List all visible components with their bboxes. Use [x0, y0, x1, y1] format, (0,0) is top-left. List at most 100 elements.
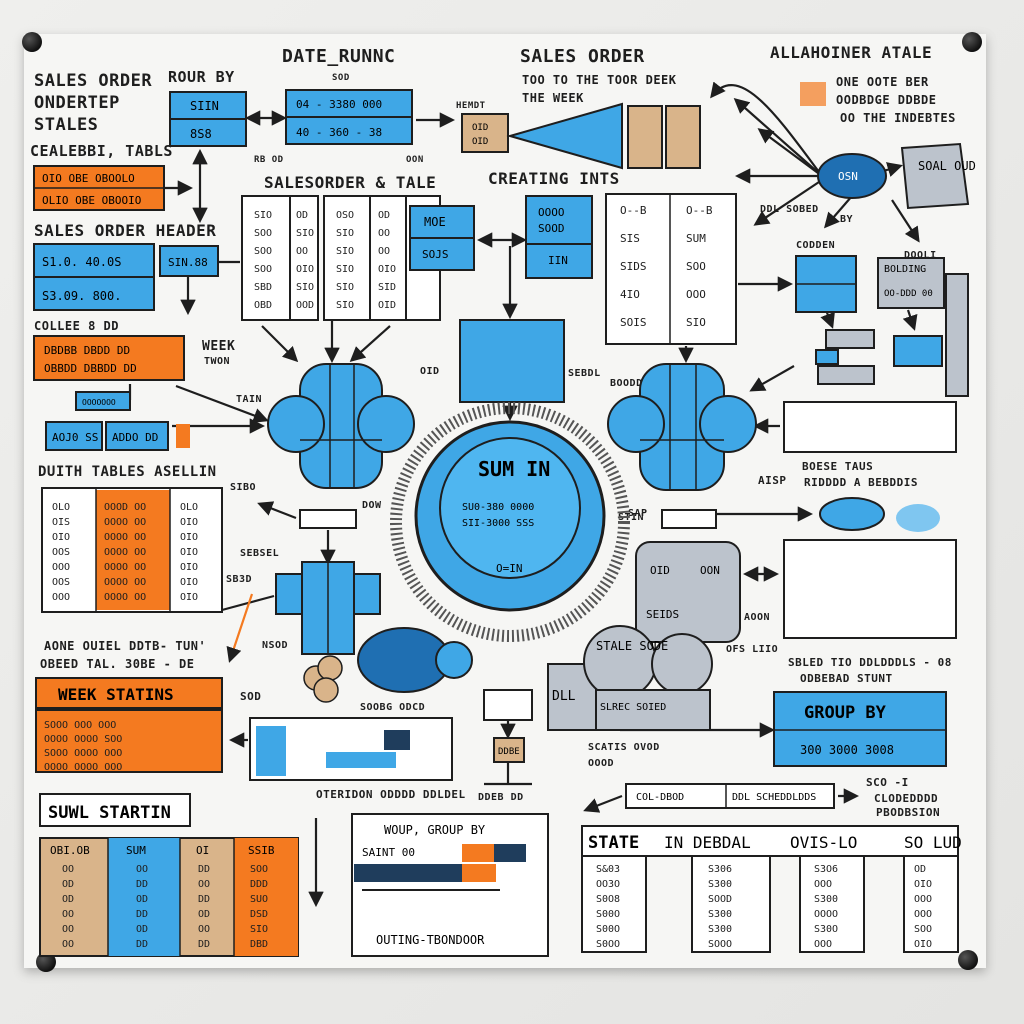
rour-by-box: SIIN 8S8: [169, 91, 247, 147]
creating-right-cell: OOO: [686, 288, 706, 301]
dinth-cell: OOOO OO: [104, 577, 146, 588]
creating-ints-box: OOOO SOOD IIN: [525, 193, 737, 345]
pin-top-right: [962, 32, 982, 52]
label-creating-ints: CREATING INTS: [488, 169, 620, 188]
state-table-cell: S306: [708, 864, 732, 875]
sales-tale-b-cell: SIO: [336, 246, 354, 257]
sales-tale-a-cell: SOO: [254, 264, 272, 275]
sum-startin-cell: OO: [136, 864, 148, 875]
dinth-cell: OOO: [52, 562, 70, 573]
label-sod-top: SOD: [332, 73, 350, 83]
left-cluster: [267, 363, 415, 489]
mid-grid-block: [459, 319, 565, 403]
dinth-cell: OOS: [52, 547, 70, 558]
label-dinth-tables: DUITH TABLES ASELLIN: [38, 464, 217, 480]
central-sum-node: SUM IN SU0-380 0000 SII-3000 SSS O=IN: [390, 402, 630, 642]
sales-tale-a-cell: SIO: [296, 282, 314, 293]
label-one-oote: ONE OOTE BER: [836, 75, 929, 89]
sum-startin-cell: DSD: [250, 909, 268, 920]
label-oberdon: OTERIDON ODDDD DDLDEL: [316, 788, 466, 801]
state-table-cell: S300: [708, 924, 732, 935]
sum-startin-cell: OO: [62, 939, 74, 950]
sales-tale-b-cell: OO: [378, 228, 390, 239]
creating-right-cell: 4IO: [620, 288, 640, 301]
hub-flow-right: OSN SOAL OUD: [800, 82, 976, 210]
label-too-deek: TOO TO THE TOOR DEEK: [522, 73, 677, 87]
sales-tale-a-cell: SIO: [254, 210, 272, 221]
label-sibo: SIBO: [230, 482, 256, 493]
suml-startin-title: SUWL STARTIN: [48, 803, 171, 823]
sales-order-header-box: S1.0. 40.0S S3.09. 800. SIN.88: [33, 243, 219, 311]
sum-startin-cell: OD: [136, 924, 148, 935]
center-line-1: SU0-380 0000: [462, 502, 534, 513]
sum-startin-cell: DDD: [250, 879, 268, 890]
collee-box: DBDBB DBDD DD OBBDD DBBDD DD OOOOOOO AOJ…: [33, 335, 190, 451]
sum-startin-cell: DD: [136, 879, 148, 890]
creating-row-1: OOOO: [538, 206, 565, 219]
group-by-box: GROUP BY 300 3000 3008: [773, 691, 947, 767]
dinth-cell: OOS: [52, 577, 70, 588]
header-row-2: S3.09. 800.: [42, 289, 121, 303]
label-sales-order-tale: SALESORDER & TALE: [264, 173, 436, 192]
sum-startin-cell: OD: [62, 894, 74, 905]
collee-row-1: DBDBB DBDD DD: [44, 344, 130, 357]
date-runnc-box: 04 - 3380 000 40 - 360 - 38: [285, 89, 413, 145]
col-ob-label: COL-DBOD: [636, 792, 684, 803]
label-codden: CODDEN: [796, 240, 835, 251]
label-aoon: AOON: [744, 612, 770, 623]
woup-group-title: WOUP, GROUP BY: [384, 823, 486, 837]
lower-right-cluster: OID OON SEIDS DLL STALE SODE SLREC SOIED: [547, 541, 741, 731]
sojs-label: SOJS: [422, 248, 449, 261]
label-riddd-debdis: RIDDDD A BEBDDIS: [804, 476, 918, 489]
woup-group-box: WOUP, GROUP BY SAINT 00 OUTING-TBONDOOR: [351, 813, 549, 957]
sales-tale-a-cell: SOO: [254, 246, 272, 257]
pair-a-label: AOJ0 SS: [52, 431, 98, 444]
sum-startin-cell: OO: [198, 879, 210, 890]
hub-label: OSN: [838, 170, 858, 183]
bolding-row: OO-DDD 00: [884, 289, 933, 299]
label-hemdt: HEMDT: [456, 101, 486, 111]
sales-tale-a-cell: SIO: [296, 228, 314, 239]
creating-right-cell: SIS: [620, 232, 640, 245]
label-sales-order-header: SALES ORDER HEADER: [34, 221, 216, 240]
group-by-title: GROUP BY: [804, 703, 887, 723]
slrec-soied-label: SLREC SOIED: [600, 702, 666, 713]
pin-bottom-right: [958, 950, 978, 970]
label-stales: STALES: [34, 115, 98, 135]
week-statins-cell: SOOO OOO OOO: [44, 720, 116, 731]
label-sco-i: SCO -I: [866, 776, 909, 789]
label-oodbdge: OODBDGE DDBDE: [836, 93, 936, 107]
center-line-2: SII-3000 SSS: [462, 518, 534, 529]
sales-tale-b-cell: OSO: [336, 210, 354, 221]
sum-startin-cell: DD: [198, 864, 210, 875]
label-twon: TWON: [204, 356, 230, 367]
sales-tale-b-cell: SIO: [336, 282, 354, 293]
state-title: STATE: [588, 833, 639, 853]
suml-startin: SUWL STARTIN OBI.OB SUM OI SSIB: [39, 793, 299, 957]
ceaelbi-row-1: OIO OBE OBOOLO: [42, 172, 135, 185]
label-sbled-tio: SBLED TIO DDLDDDLS - 08: [788, 656, 952, 669]
dinth-cell: OIO: [180, 532, 198, 543]
creating-right-cell: O--B: [686, 204, 713, 217]
label-dooli: DOOLI: [904, 250, 937, 261]
label-rour-by: ROUR BY: [168, 68, 235, 86]
dinth-cell: OOO: [52, 592, 70, 603]
in-debdal-title: IN DEBDAL: [664, 833, 751, 852]
header-side-label: SIN.88: [168, 256, 208, 269]
ceaelbi-box: OIO OBE OBOOLO OLIO OBE OBOOIO: [33, 165, 165, 211]
state-table-cell: SOOD: [708, 894, 732, 905]
collee-row-2: OBBDD DBBDD DD: [44, 362, 137, 375]
state-table: STATE IN DEBDAL OVIS-LO SO LUD: [581, 825, 962, 953]
label-ceaelbi: CEALEBBI, TABLS: [30, 142, 173, 160]
label-cloedd: CLODEDDDD: [874, 792, 938, 805]
dinth-cell: OIO: [180, 562, 198, 573]
ddl-sch-label: DDL SCHEDDLDDS: [732, 792, 816, 803]
state-table-cell: S0O8: [596, 894, 620, 905]
sum-startin-cell: DD: [136, 939, 148, 950]
sum-startin-cell: SIO: [250, 924, 268, 935]
sales-tale-a-cell: OO: [296, 246, 308, 257]
sales-tale-a-cell: OIO: [296, 264, 314, 275]
rour-by-row-1: SIIN: [190, 99, 219, 113]
label-oooo-small: OON: [406, 155, 424, 165]
